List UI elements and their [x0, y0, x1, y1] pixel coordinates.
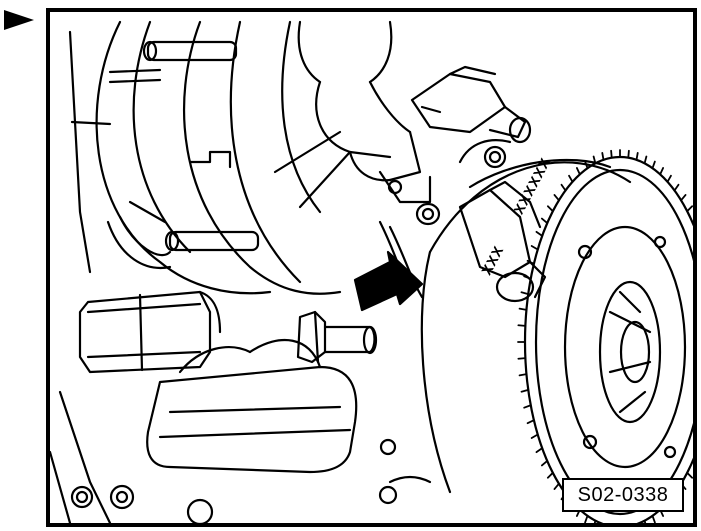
flywheel-tooth — [540, 217, 549, 224]
flywheel-tooth — [530, 433, 539, 439]
flywheel-tooth — [526, 259, 535, 265]
flywheel-tooth — [520, 291, 530, 296]
flywheel-tooth — [643, 519, 647, 523]
flywheel-tooth — [651, 514, 656, 523]
flywheel-tooth — [535, 230, 544, 237]
flywheel-tooth — [635, 152, 639, 161]
flywheel-tooth — [601, 152, 605, 161]
flywheel-tooth — [568, 174, 574, 183]
flywheel-tooth — [666, 174, 672, 183]
flywheel-tooth — [560, 183, 567, 192]
direction-arrow-icon — [353, 250, 424, 312]
flywheel-tooth — [680, 194, 687, 202]
flywheel-tooth — [584, 160, 589, 170]
flywheel-tooth — [553, 482, 560, 490]
flywheel-tooth — [517, 324, 527, 327]
intake-elbow — [273, 20, 432, 209]
flywheel-tooth — [546, 205, 554, 213]
engine-drawing — [50, 20, 693, 523]
figure-reference-code: S02-0338 — [562, 478, 684, 512]
flywheel-tooth — [610, 149, 613, 159]
flywheel-tooth — [523, 275, 532, 280]
flywheel-tooth — [553, 194, 560, 202]
flywheel-tooth — [627, 149, 630, 159]
flywheel-tooth — [540, 460, 549, 467]
flywheel-tooth — [673, 183, 680, 192]
flywheel-tooth — [659, 167, 665, 176]
flywheel-tooth — [592, 155, 597, 165]
flywheel-tooth — [643, 155, 648, 165]
hex-socket — [78, 290, 222, 374]
flywheel-tooth — [546, 471, 554, 479]
lower-housing — [146, 338, 358, 474]
top-connector — [410, 65, 532, 144]
flywheel-tooth — [520, 388, 530, 393]
flywheel-tooth — [523, 404, 532, 409]
engine-block — [50, 30, 432, 523]
flywheel-tooth — [686, 205, 693, 213]
flywheel-tooth — [651, 160, 656, 170]
flywheel-tooth — [517, 357, 527, 360]
flywheel-tooth — [518, 307, 528, 311]
flywheel — [420, 149, 693, 523]
bolt-nut — [296, 310, 378, 364]
flywheel-tooth — [518, 373, 528, 377]
flywheel-tooth — [526, 419, 535, 425]
pointer-triangle-icon — [4, 10, 34, 30]
flywheel-teeth — [517, 149, 693, 523]
flywheel-tooth — [584, 514, 589, 523]
flywheel-tooth — [593, 519, 597, 523]
flywheel-tooth — [530, 245, 539, 251]
pulley-housing — [95, 20, 342, 295]
illustration-frame: XXX XXXXXX S02-0338 — [46, 8, 697, 527]
flywheel-tooth — [535, 447, 544, 454]
flywheel-tooth — [686, 471, 693, 479]
flywheel-tooth — [575, 167, 581, 176]
